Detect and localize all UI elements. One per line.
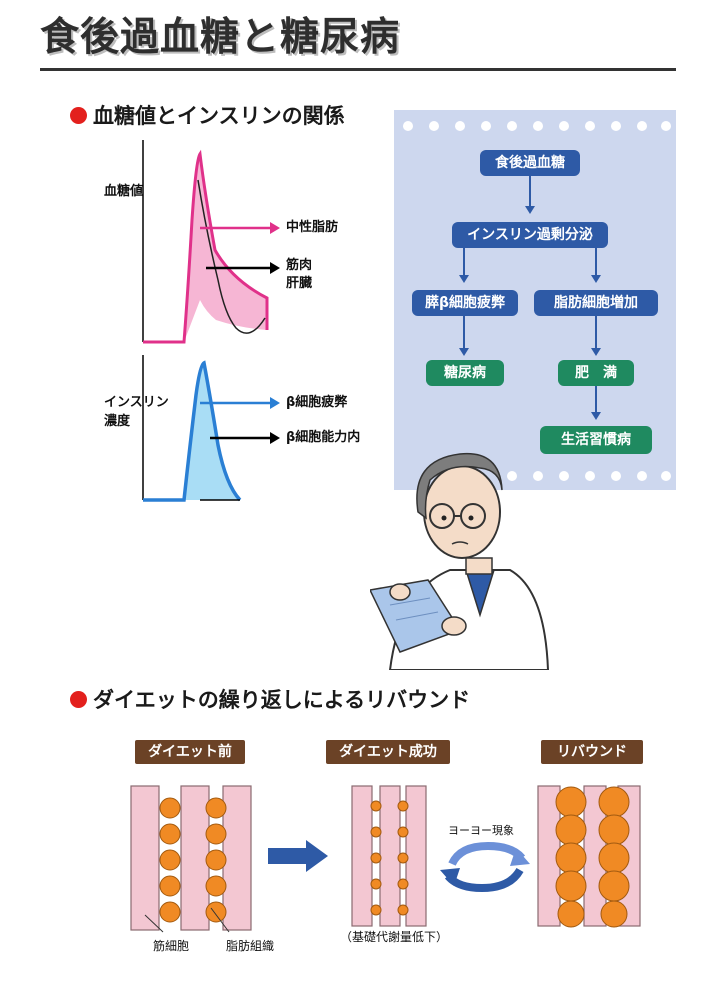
- glucose-curve: [143, 149, 269, 344]
- arrow-head-beta-icon: [270, 397, 280, 409]
- label-beta-exhaustion: β細胞疲弊: [286, 395, 348, 410]
- flowchart-panel: 食後過血糖 インスリン過剰分泌 膵β細胞疲弊 脂肪細胞増加 糖尿病 肥 満 生活…: [394, 110, 676, 490]
- doctor-hair: [416, 452, 503, 520]
- flow-arrows: [459, 176, 601, 420]
- flow-node-diabetes: 糖尿病: [426, 360, 504, 386]
- section-heading-text: ダイエットの繰り返しによるリバウンド: [93, 688, 471, 712]
- section-heading-rebound: ダイエットの繰り返しによるリバウンド: [70, 684, 470, 714]
- muscle-fiber: [130, 785, 160, 931]
- glucose-area: [143, 154, 267, 342]
- insulin-arrows: [200, 397, 280, 444]
- yoyo-cycle-icon: [440, 841, 530, 893]
- page-title: 食後過血糖と糖尿病: [40, 15, 401, 60]
- fat-cells-large: [555, 786, 630, 928]
- eye-right: [468, 515, 474, 521]
- insulin-axis-label-1: インスリン: [104, 395, 169, 410]
- insulin-axis-label-2: 濃度: [104, 414, 131, 429]
- stage-tag-before-diet: ダイエット前: [135, 740, 245, 764]
- flow-node-insulin-excess: インスリン過剰分泌: [452, 222, 608, 248]
- doctor-hand-left: [389, 583, 411, 601]
- glucose-arrows: [200, 222, 280, 274]
- pointer-muscle: [144, 914, 164, 933]
- muscle-fiber: [405, 785, 427, 927]
- book-line-1: [389, 597, 431, 606]
- stage-tag-diet-success: ダイエット成功: [326, 740, 450, 764]
- flowchart-graphics: [403, 121, 671, 481]
- flow-node-postprandial: 食後過血糖: [480, 150, 580, 176]
- title-rule: [40, 68, 676, 71]
- doctor-neck: [465, 557, 493, 575]
- glucose-axis-label: 血糖値: [104, 184, 144, 199]
- label-muscle: 筋肉: [286, 258, 313, 273]
- panel-perforations-top: [403, 121, 671, 131]
- label-muscle-cell: 筋細胞: [153, 939, 190, 953]
- label-triglyceride: 中性脂肪: [286, 220, 339, 235]
- book-line-2: [395, 611, 439, 621]
- flow-node-beta-exhaustion: 膵β細胞疲弊: [412, 290, 518, 316]
- arrow-head-triglyceride-icon: [270, 222, 280, 234]
- pointer-fat: [210, 907, 230, 933]
- doctor-reading-illustration: [370, 452, 550, 670]
- label-liver: 肝臓: [286, 276, 313, 291]
- tissue-diet-success: [351, 785, 427, 927]
- insulin-curve-chart: [142, 355, 242, 502]
- insulin-area: [143, 363, 240, 500]
- glucose-curve-chart: [142, 140, 269, 344]
- fat-cells-small: [370, 800, 409, 916]
- label-yoyo: ヨーヨー現象: [448, 824, 514, 837]
- flow-node-obesity: 肥 満: [558, 360, 634, 386]
- label-beta-capacity: β細胞能力内: [286, 430, 361, 445]
- muscle-fiber: [351, 785, 373, 927]
- arrow-head-capacity-icon: [270, 432, 280, 444]
- flow-node-lifestyle-disease: 生活習慣病: [540, 426, 652, 454]
- progress-arrow-icon: [268, 840, 328, 872]
- arrow-head-muscle-icon: [270, 262, 280, 274]
- fat-cells: [159, 797, 227, 923]
- flow-node-fat-cell-increase: 脂肪細胞増加: [534, 290, 658, 316]
- tissue-before-diet: [130, 785, 252, 933]
- bullet-dot-icon: [70, 107, 87, 124]
- section-heading-text: 血糖値とインスリンの関係: [93, 104, 345, 128]
- bullet-dot-icon: [70, 691, 87, 708]
- muscle-fiber: [379, 785, 401, 927]
- glucose-reference-curve: [197, 179, 266, 334]
- eye-left: [441, 515, 447, 521]
- muscle-fiber: [222, 785, 252, 931]
- tissue-rebound: [537, 785, 641, 928]
- insulin-curve: [143, 360, 242, 502]
- muscle-fiber: [180, 785, 210, 931]
- doctor-mouth: [451, 541, 469, 545]
- doctor-hand-right: [441, 616, 467, 636]
- label-metabolism-decrease: （基礎代謝量低下）: [340, 930, 449, 944]
- panel-perforations-bottom: [507, 471, 671, 481]
- section-heading-insulin: 血糖値とインスリンの関係: [70, 100, 345, 130]
- stage-tag-rebound: リバウンド: [541, 740, 643, 764]
- label-fat-tissue: 脂肪組織: [226, 939, 275, 953]
